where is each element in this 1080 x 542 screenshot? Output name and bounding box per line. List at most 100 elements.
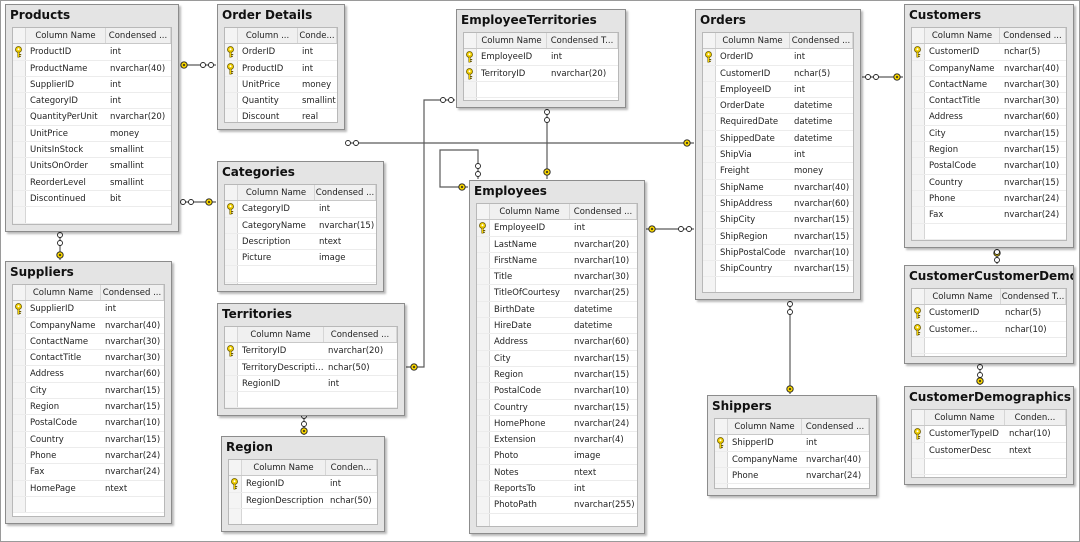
row-selector[interactable] (225, 60, 238, 76)
row-selector[interactable] (715, 435, 728, 451)
header-condensed-type[interactable]: Condensed ... (570, 204, 637, 220)
row-selector[interactable] (703, 261, 716, 277)
row-selector[interactable] (477, 415, 490, 432)
table-title[interactable]: Territories (222, 307, 292, 321)
row-selector[interactable] (477, 269, 490, 285)
row-selector[interactable] (703, 98, 716, 114)
empty-row[interactable] (477, 513, 637, 526)
table-title[interactable]: Suppliers (10, 265, 74, 279)
row-selector[interactable] (225, 217, 238, 233)
row-selector[interactable] (13, 333, 26, 350)
row-selector[interactable] (477, 318, 490, 334)
header-column-name[interactable]: Column Name (925, 28, 1000, 44)
header-condensed-type[interactable]: Condensed T... (1001, 289, 1066, 305)
header-column-name[interactable]: Column Name (238, 185, 315, 201)
table-title[interactable]: Shippers (712, 399, 772, 413)
row-selector[interactable] (13, 174, 26, 190)
row-selector[interactable] (477, 399, 490, 415)
empty-row[interactable] (13, 207, 171, 224)
row-selector[interactable] (13, 415, 26, 431)
header-condensed-type[interactable]: Conden... (1005, 410, 1066, 426)
table-title[interactable]: EmployeeTerritories (461, 13, 597, 27)
row-selector[interactable] (912, 109, 925, 125)
empty-row[interactable] (912, 337, 1066, 355)
row-selector[interactable] (703, 228, 716, 244)
row-selector[interactable] (13, 158, 26, 174)
header-condensed-type[interactable]: Condensed ... (790, 33, 853, 49)
row-selector[interactable] (477, 350, 490, 366)
row-selector[interactable] (13, 125, 26, 142)
header-condensed-type[interactable]: Condensed T... (547, 33, 618, 49)
row-selector[interactable] (912, 60, 925, 76)
row-selector[interactable] (912, 174, 925, 190)
empty-row[interactable] (912, 458, 1066, 476)
header-condensed-type[interactable]: Condensed ... (106, 28, 171, 44)
empty-row[interactable] (912, 475, 1066, 477)
row-selector[interactable] (225, 233, 238, 250)
row-selector[interactable] (477, 464, 490, 481)
row-selector[interactable] (703, 81, 716, 98)
header-column-name[interactable]: Column Name (728, 419, 802, 435)
row-selector[interactable] (912, 44, 925, 60)
row-selector[interactable] (703, 212, 716, 228)
row-selector[interactable] (225, 44, 238, 60)
table-title[interactable]: Order Details (222, 8, 313, 22)
row-selector[interactable] (464, 49, 477, 65)
row-selector[interactable] (912, 158, 925, 174)
empty-row[interactable] (703, 277, 853, 292)
header-column-name[interactable]: Column Name (925, 289, 1001, 305)
row-selector[interactable] (912, 442, 925, 458)
row-selector[interactable] (13, 301, 26, 317)
empty-row[interactable] (715, 484, 869, 488)
row-selector[interactable] (13, 464, 26, 480)
row-selector[interactable] (703, 49, 716, 65)
row-selector[interactable] (912, 76, 925, 93)
row-selector[interactable] (477, 497, 490, 513)
